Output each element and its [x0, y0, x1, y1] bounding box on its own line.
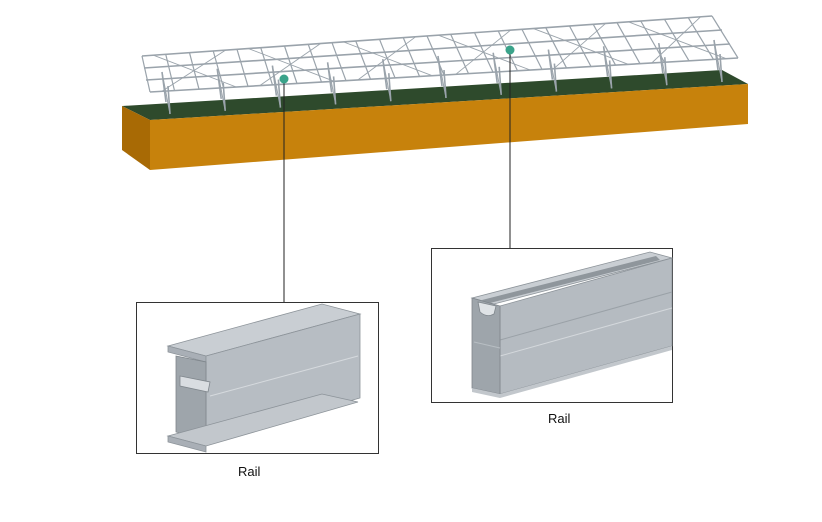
frame-purlin — [711, 15, 739, 59]
frame-brace — [603, 46, 613, 89]
frame-cross-brace — [357, 36, 416, 81]
frame-purlin — [355, 40, 372, 80]
frame-purlin — [402, 37, 421, 77]
rail-profile-slotted — [470, 251, 674, 398]
frame-purlin — [260, 47, 274, 86]
frame-cross-brace — [553, 23, 606, 69]
frame-post-front — [167, 85, 171, 115]
frame-post-front — [443, 69, 447, 99]
frame-purlin — [141, 55, 151, 93]
frame-post-front — [719, 53, 723, 83]
ground-front-soil — [122, 106, 150, 170]
rail-profile-double-channel — [166, 303, 362, 453]
frame-post-front — [222, 82, 226, 111]
caption-rail-right: Rail — [548, 411, 571, 426]
frame-purlin — [165, 54, 176, 91]
frame-purlin — [331, 42, 347, 81]
callout-right-leader — [505, 45, 515, 248]
frame-post-front — [277, 79, 282, 108]
frame-brace — [713, 39, 723, 83]
frame-brace — [492, 52, 502, 95]
frame-brace — [327, 62, 337, 105]
frame-post-front — [498, 66, 502, 95]
frame-post-front — [608, 60, 613, 89]
ground-top-grass — [122, 70, 748, 120]
frame-brace — [382, 59, 392, 102]
frame-purlin — [426, 35, 445, 76]
callout-left-leader — [279, 74, 289, 302]
frame-cross-brace — [438, 34, 531, 71]
caption-rail-left: Rail — [238, 464, 261, 479]
frame-purlin — [687, 17, 715, 60]
frame-cross-brace — [651, 16, 701, 64]
frame-brace — [271, 65, 281, 108]
frame-brace — [437, 55, 447, 99]
inset-left — [136, 302, 379, 454]
frame-brace — [161, 71, 171, 115]
frame-cross-brace — [628, 21, 727, 60]
frame-post-front — [664, 57, 668, 86]
frame-cross-brace — [248, 48, 335, 82]
frame-purlin — [307, 44, 323, 83]
frame-purlin — [521, 29, 543, 70]
frame-brace — [658, 43, 668, 86]
frame-purlin — [450, 34, 470, 74]
frame-brace — [547, 49, 557, 92]
ground-block — [122, 70, 748, 170]
frame-cross-brace — [455, 29, 511, 75]
frame-cross-brace — [533, 28, 629, 65]
frame-post-front — [388, 73, 392, 102]
frame-purlin — [616, 22, 641, 64]
frame-purlin — [592, 24, 617, 66]
frame-purlin — [545, 27, 568, 69]
frame-brace — [216, 68, 226, 111]
frame-purlin — [236, 49, 249, 87]
callout-right-marker — [505, 45, 515, 55]
inset-right — [431, 248, 674, 403]
ground-side-soil — [150, 84, 748, 170]
frame-cross-brace — [153, 54, 237, 88]
callout-left-marker — [279, 74, 289, 84]
frame-cross-brace — [161, 49, 226, 92]
frame-cross-brace — [259, 43, 321, 87]
frame-cross-brace — [343, 41, 433, 77]
mounting-frame — [141, 15, 739, 115]
